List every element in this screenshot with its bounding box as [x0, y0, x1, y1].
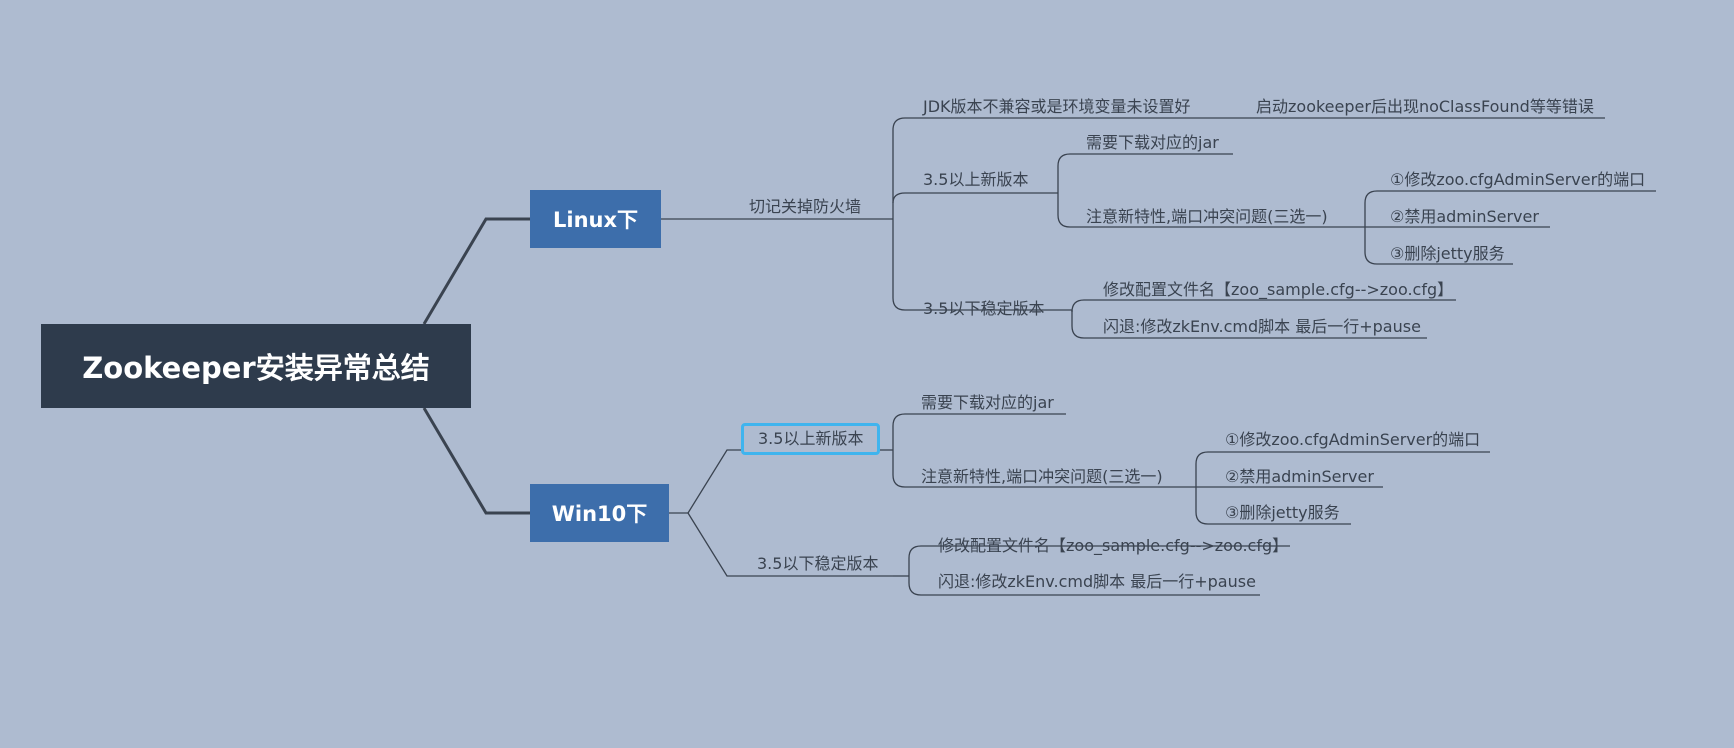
node-linux-new-port[interactable]: 注意新特性,端口冲突问题(三选一) [1086, 207, 1328, 226]
root-node[interactable]: Zookeeper安装异常总结 [41, 324, 471, 408]
branch-linux[interactable]: Linux下 [530, 190, 661, 248]
node-win-opt1[interactable]: ①修改zoo.cfgAdminServer的端口 [1225, 430, 1481, 449]
node-linux-stable-crash[interactable]: 闪退:修改zkEnv.cmd脚本 最后一行+pause [1103, 317, 1421, 336]
bracket-firewall [892, 117, 906, 220]
node-win-stable-version[interactable]: 3.5以下稳定版本 [757, 554, 879, 573]
node-jdk[interactable]: JDK版本不兼容或是环境变量未设置好 [923, 97, 1191, 116]
node-win-opt2[interactable]: ②禁用adminServer [1225, 467, 1374, 486]
link-root-linux [422, 217, 530, 325]
node-win-opt3[interactable]: ③删除jetty服务 [1225, 503, 1340, 522]
node-win-stable-crash[interactable]: 闪退:修改zkEnv.cmd脚本 最后一行+pause [938, 572, 1256, 591]
node-win-new-jar[interactable]: 需要下载对应的jar [921, 393, 1054, 412]
node-linux-opt1[interactable]: ①修改zoo.cfgAdminServer的端口 [1390, 170, 1646, 189]
node-jdk-error[interactable]: 启动zookeeper后出现noClassFound等等错误 [1256, 97, 1594, 116]
node-linux-new-version[interactable]: 3.5以上新版本 [923, 170, 1029, 189]
node-linux-opt2[interactable]: ②禁用adminServer [1390, 207, 1539, 226]
node-win-new-version[interactable]: 3.5以上新版本 [741, 423, 881, 455]
node-linux-new-jar[interactable]: 需要下载对应的jar [1086, 133, 1219, 152]
node-linux-opt3[interactable]: ③删除jetty服务 [1390, 244, 1505, 263]
node-linux-stable-cfg[interactable]: 修改配置文件名【zoo_sample.cfg-->zoo.cfg】 [1103, 280, 1454, 299]
node-win-stable-cfg[interactable]: 修改配置文件名【zoo_sample.cfg-->zoo.cfg】 [938, 536, 1289, 555]
node-linux-stable-version[interactable]: 3.5以下稳定版本 [923, 299, 1045, 318]
branch-win10[interactable]: Win10下 [530, 484, 669, 542]
node-firewall[interactable]: 切记关掉防火墙 [749, 197, 862, 216]
link-root-win [422, 407, 530, 515]
node-win-new-port[interactable]: 注意新特性,端口冲突问题(三选一) [921, 467, 1163, 486]
